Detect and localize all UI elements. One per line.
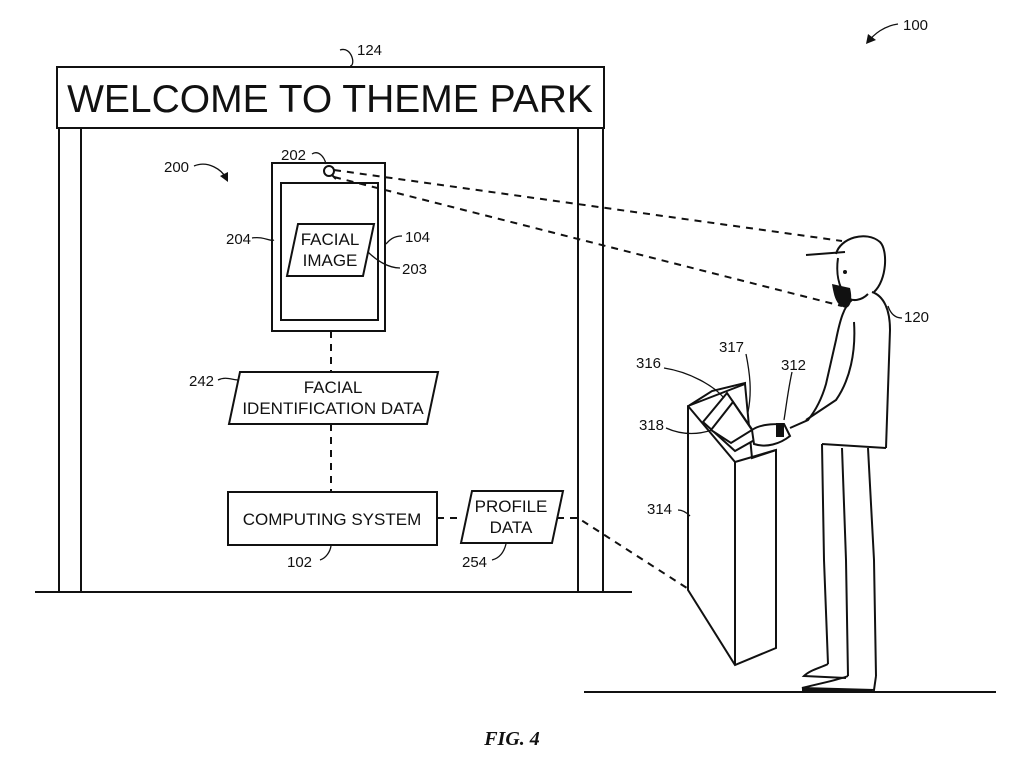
ref-102: 102 [287,554,312,571]
ref-203: 203 [402,261,427,278]
wearable-watch-icon [776,423,784,437]
device-frame [271,162,386,332]
facial-image-label-2: IMAGE [303,251,358,270]
facial-image-label-1: FACIAL [301,230,360,249]
display-device: FACIAL IMAGE [271,162,386,332]
profile-data-box [459,490,565,544]
facial-id-label-2: IDENTIFICATION DATA [242,399,424,418]
kiosk [687,381,777,667]
reference-numerals: 100 124 200 202 204 104 203 242 102 254 … [164,17,929,571]
ref-314: 314 [647,501,672,518]
facial-identification-data-box [227,371,440,425]
theme-park-gate: WELCOME TO THEME PARK [35,66,632,593]
figure-caption: FIG. 4 [483,728,540,750]
ref-254: 254 [462,554,487,571]
sign-title: WELCOME TO THEME PARK [67,78,593,121]
ref-242: 242 [189,373,214,390]
device-screen [280,182,379,321]
ref-100: 100 [903,17,928,34]
ref-204: 204 [226,231,251,248]
ref-124: 124 [357,42,382,59]
ref-200: 200 [164,159,189,176]
profile-label-1: PROFILE [475,497,548,516]
ref-317: 317 [719,339,744,356]
ref-120: 120 [904,309,929,326]
ref-316: 316 [636,355,661,372]
facial-image-box [285,223,376,277]
ref-202: 202 [281,147,306,164]
facial-id-label-1: FACIAL [304,378,363,397]
computing-system-label: COMPUTING SYSTEM [243,510,422,529]
sign-board [56,66,605,129]
ref-318: 318 [639,417,664,434]
guest-person [750,235,892,692]
profile-label-2: DATA [490,518,533,537]
ref-312: 312 [781,357,806,374]
kiosk-body [687,382,777,667]
ref-104: 104 [405,229,430,246]
